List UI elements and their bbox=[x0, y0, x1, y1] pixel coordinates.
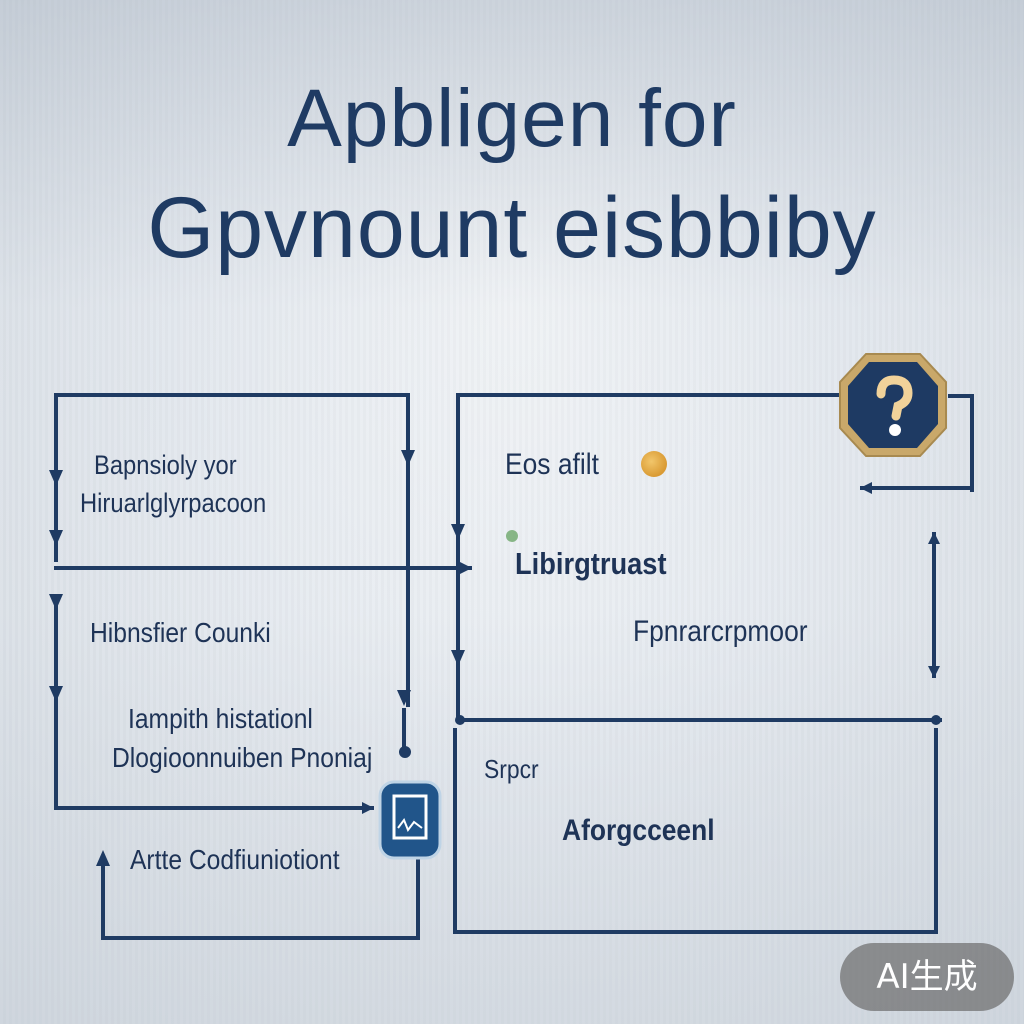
right-top-label2: Libirgtruast bbox=[515, 546, 667, 581]
title-line-2: Gpvnount eisbbiby bbox=[147, 180, 877, 276]
title-line-1: Apbligen for bbox=[287, 73, 737, 164]
left-box1-line2: Hiruarlglyrpacoon bbox=[80, 488, 267, 518]
right-bottom-frame bbox=[453, 728, 938, 934]
green-dot bbox=[506, 530, 518, 542]
arrow-tick-6 bbox=[397, 690, 411, 706]
right-top-right bbox=[948, 394, 974, 492]
arrow-tick-2 bbox=[49, 530, 63, 546]
arrow-tick-1 bbox=[49, 470, 63, 486]
left-box3-line2: Dlogioonnuiben Pnoniaj bbox=[112, 742, 373, 773]
left-box3-line1: Iampith histationl bbox=[128, 703, 313, 734]
arrow-tick-7 bbox=[451, 524, 465, 540]
arrow-tick-5 bbox=[401, 450, 415, 466]
orange-dot bbox=[641, 451, 667, 477]
arrow-tick-9 bbox=[96, 850, 110, 866]
question-mark-icon bbox=[836, 350, 950, 460]
junction-dot-1 bbox=[399, 746, 411, 758]
right-bottom-label2: Aforgcceenl bbox=[562, 814, 715, 847]
junction-dot-2 bbox=[455, 715, 465, 725]
junction-dot-3 bbox=[931, 715, 941, 725]
left-box1-line1: Bapnsioly yor bbox=[94, 450, 237, 480]
arrow-tick-8 bbox=[451, 650, 465, 666]
document-icon bbox=[378, 780, 442, 860]
right-top-label3: Fpnrarcrpmoor bbox=[633, 615, 808, 648]
ai-generated-badge: AI生成 bbox=[840, 943, 1014, 1011]
right-top-label1: Eos afilt bbox=[505, 448, 599, 481]
left-box2-label: Hibnsfier Counki bbox=[90, 617, 271, 648]
arrow-tick-3 bbox=[49, 594, 63, 610]
arrow-tick-4 bbox=[49, 686, 63, 702]
left-lower-frame bbox=[101, 856, 420, 940]
left-box4-label: Artte Codfiuniotiont bbox=[130, 844, 340, 875]
right-bottom-label1: Srpcr bbox=[484, 754, 539, 784]
